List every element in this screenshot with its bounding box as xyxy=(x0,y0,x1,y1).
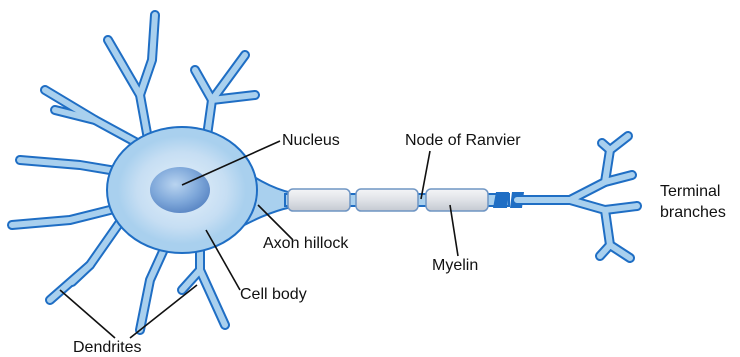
dendrites-label: Dendrites xyxy=(73,338,141,357)
dendrites-leader-line-left xyxy=(60,290,115,338)
nucleus xyxy=(150,167,210,213)
nucleus-label: Nucleus xyxy=(282,131,340,150)
cell-body-label: Cell body xyxy=(240,285,307,304)
terminal-branches-label-line1: Terminal xyxy=(660,181,726,202)
myelin-segment xyxy=(288,189,350,211)
myelin-segment xyxy=(356,189,418,211)
terminal-branches xyxy=(517,136,637,258)
terminal-branches-label: Terminal branches xyxy=(660,181,726,223)
axon-hillock-label: Axon hillock xyxy=(263,234,348,253)
myelin-segment xyxy=(426,189,488,211)
myelin-sheath xyxy=(288,189,488,211)
myelin-leader-line xyxy=(450,205,458,256)
terminal-branches-label-line2: branches xyxy=(660,202,726,223)
node-of-ranvier-label: Node of Ranvier xyxy=(405,131,521,150)
myelin-label: Myelin xyxy=(432,256,478,275)
